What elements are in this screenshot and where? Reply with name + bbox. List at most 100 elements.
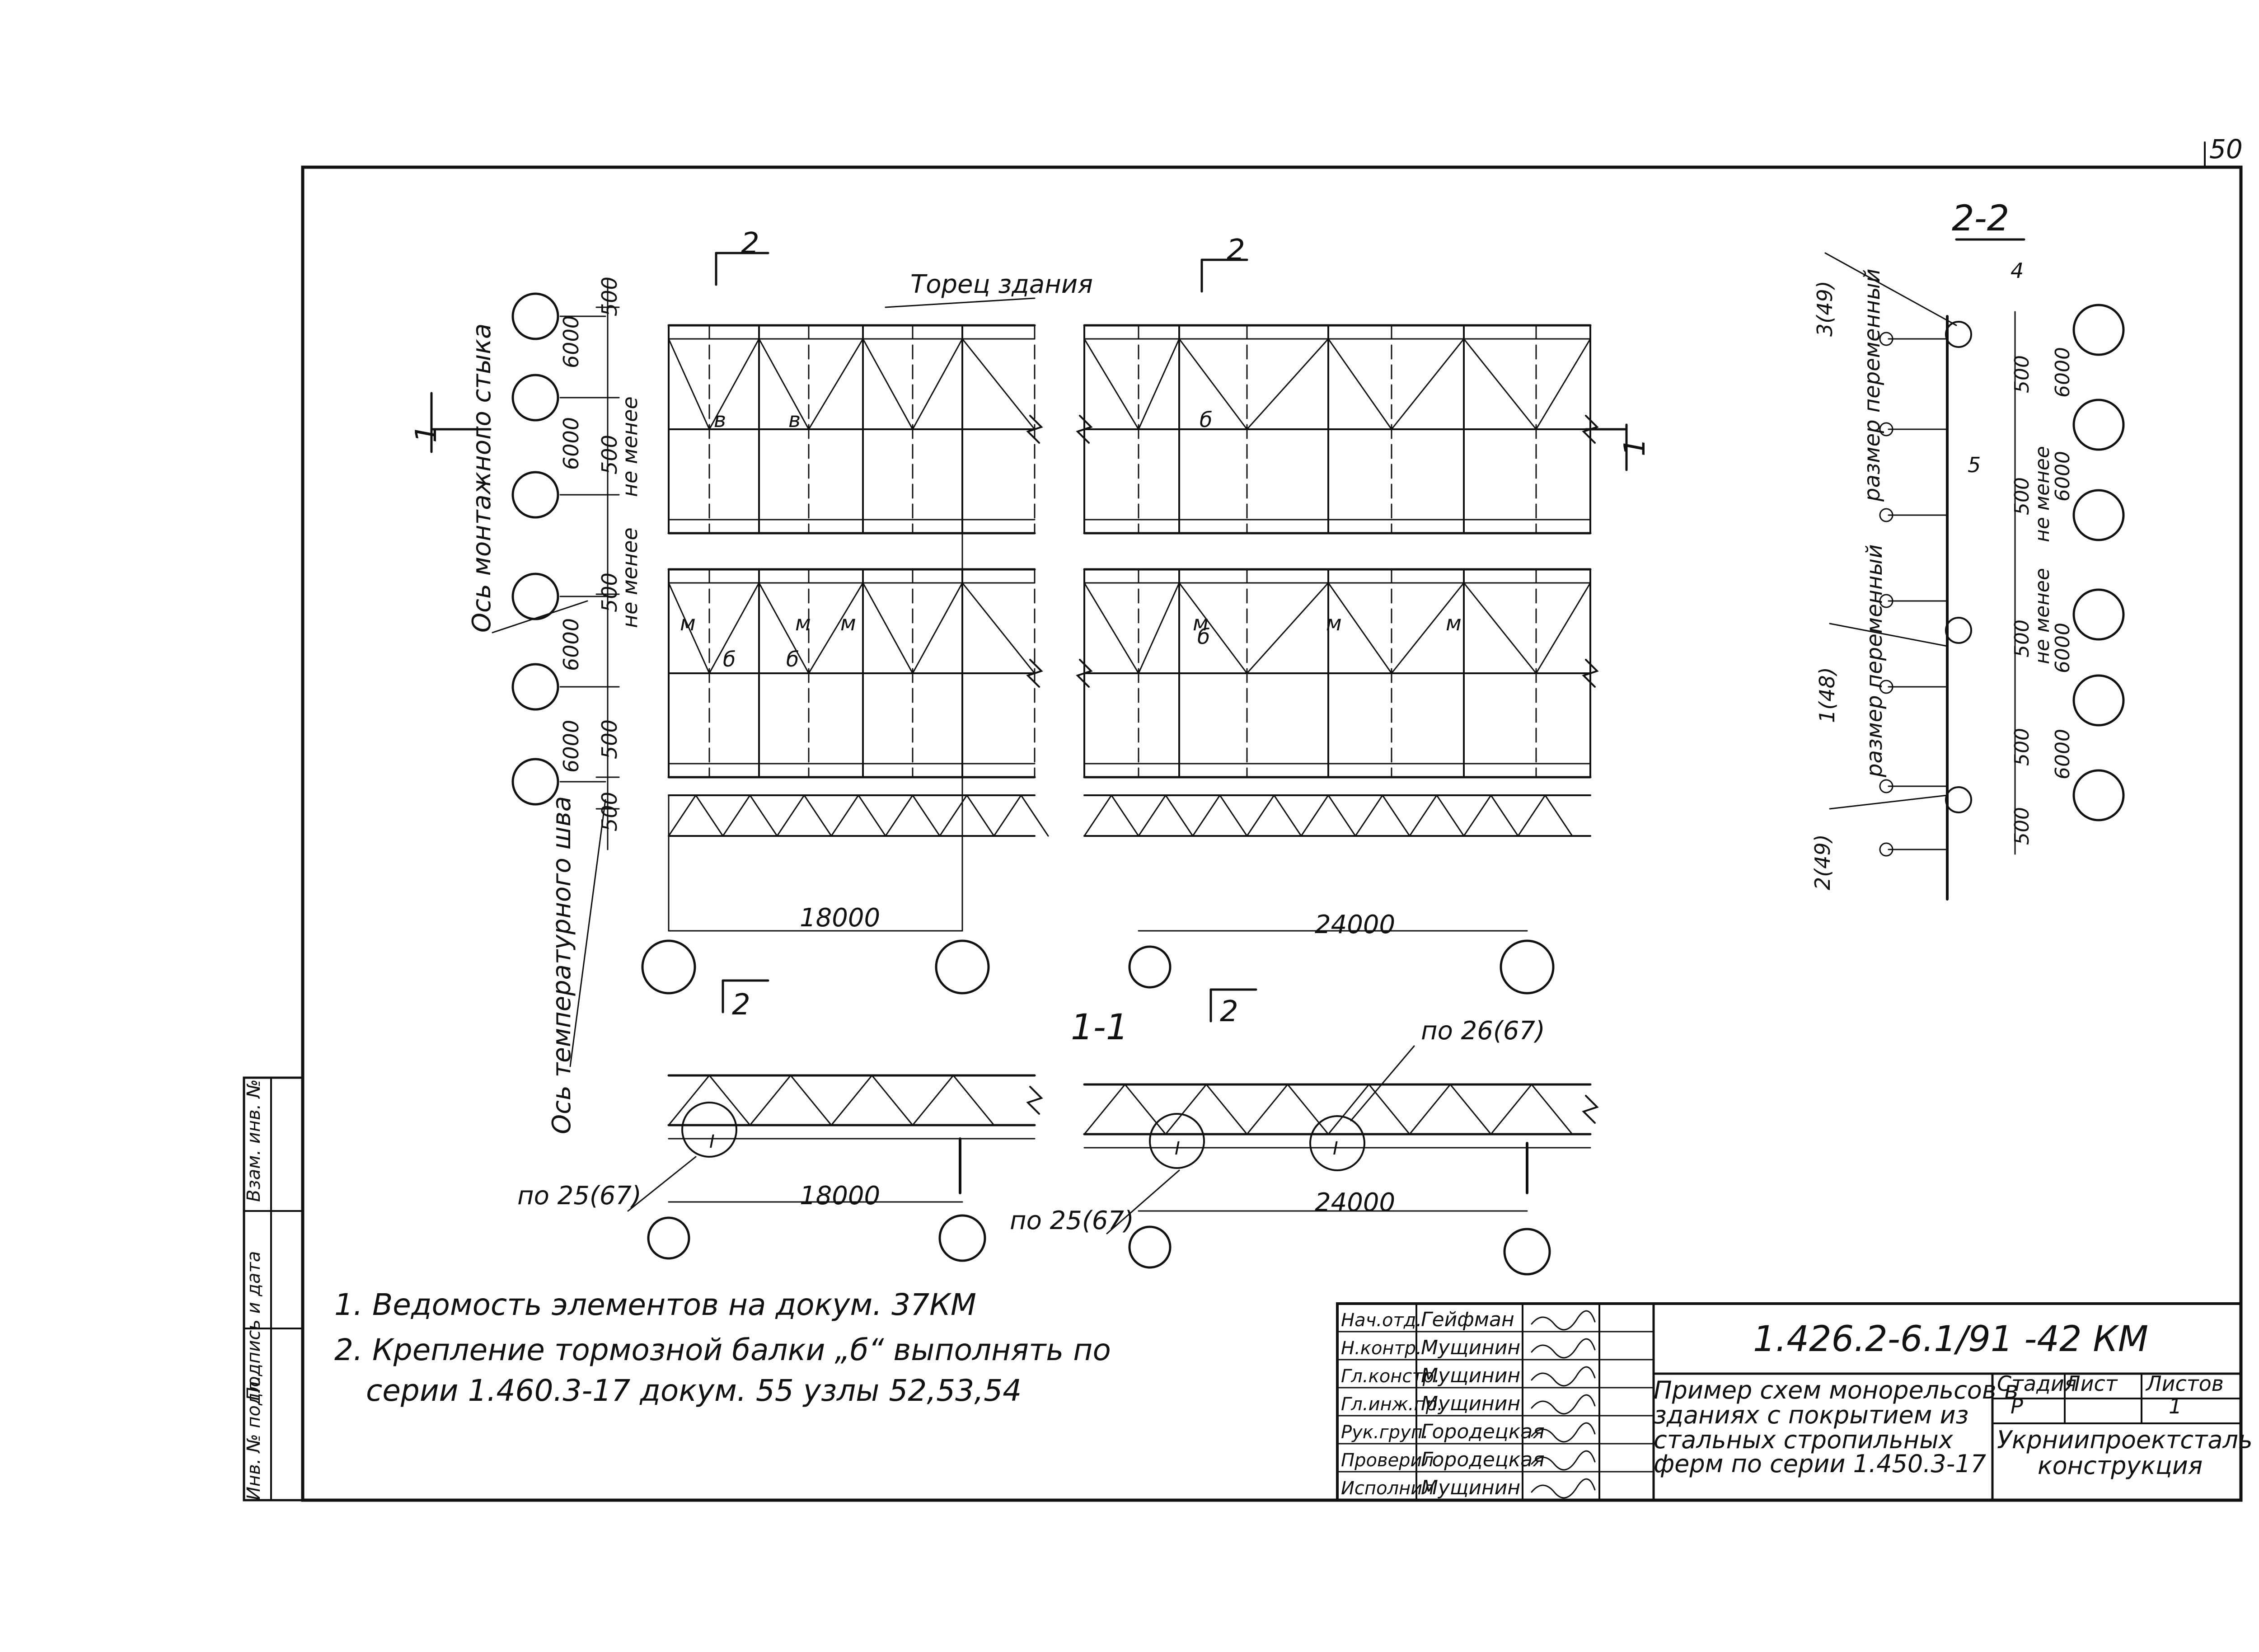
span-18000-section: 18000 bbox=[800, 1181, 880, 1211]
plan-left-strip-brace bbox=[830, 794, 859, 837]
row-axis-bubble-4 bbox=[511, 573, 559, 620]
title-line-4: ферм по серии 1.450.3-17 bbox=[1654, 1450, 1986, 1478]
hoist-mark-2: I bbox=[1175, 1138, 1180, 1159]
signer-name-4: Мущинин bbox=[1421, 1392, 1520, 1415]
section-22-axis-bubble-4 bbox=[2072, 588, 2125, 641]
plan-right-bottom-brace bbox=[1246, 582, 1329, 674]
span-axis-bubble-3 bbox=[1128, 945, 1172, 989]
plan-right-strip-brace bbox=[1382, 794, 1411, 837]
side-stamp-replaces-inv: Взам. инв. № bbox=[244, 1079, 264, 1202]
plan-right-bottom-brace bbox=[1463, 582, 1537, 674]
section-18000-web bbox=[830, 1075, 873, 1126]
section-mark-2-top-left: 2 bbox=[741, 227, 759, 260]
plan-left-strip-brace bbox=[912, 794, 941, 837]
signer-role-5: Рук.груп. bbox=[1341, 1422, 1429, 1443]
plan-right-strip-brace bbox=[1463, 794, 1492, 837]
plan-right-bottom-brace bbox=[1178, 582, 1248, 674]
hoist-circle-2 bbox=[1149, 1113, 1205, 1169]
section-title-2-2: 2-2 bbox=[1952, 198, 2009, 239]
plan-left-bottom-brace bbox=[808, 582, 864, 674]
plan-left-top-brace bbox=[961, 338, 1036, 430]
plan-left-bottom-brace bbox=[668, 582, 710, 674]
signer-role-4: Гл.инж.пр. bbox=[1341, 1394, 1443, 1415]
signature-scribble-3 bbox=[1531, 1366, 1596, 1387]
plan-left-strip-brace bbox=[803, 794, 832, 837]
section-18000-web bbox=[749, 1075, 792, 1126]
section-18000-break bbox=[1026, 1086, 1043, 1115]
section-22-axis-bubble-5 bbox=[2072, 674, 2125, 727]
plan-right-strip-brace bbox=[1246, 794, 1275, 837]
section-24000-web bbox=[1409, 1084, 1451, 1135]
drawing-linework bbox=[243, 141, 2243, 1502]
section-18000-web bbox=[871, 1075, 914, 1126]
section-axis-bubble-1 bbox=[647, 1216, 690, 1260]
hoist-mark-3: I bbox=[1333, 1138, 1338, 1159]
signer-role-3: Гл.констр. bbox=[1341, 1366, 1440, 1387]
section-24000-web bbox=[1368, 1084, 1411, 1135]
ref-25-leader-left bbox=[627, 1156, 697, 1212]
signer-role-7: Исполнил bbox=[1341, 1478, 1434, 1499]
section-22-node bbox=[1879, 680, 1893, 694]
signer-name-7: Мущинин bbox=[1421, 1476, 1520, 1499]
section-22-axis-bubble-3 bbox=[2072, 489, 2125, 541]
section-22-node bbox=[1879, 842, 1893, 857]
plan-right-top-brace bbox=[1246, 338, 1329, 430]
plan-right-top-brace bbox=[1463, 338, 1537, 430]
ref-26-leader bbox=[1350, 1045, 1415, 1122]
building-end-label: Торец здания bbox=[910, 270, 1093, 299]
dim-22-500-c: 500 bbox=[2011, 620, 2034, 657]
section-22-detail-circle bbox=[1945, 617, 1972, 644]
dim-6000-2: 6000 bbox=[559, 417, 583, 470]
plan-left-strip-brace bbox=[993, 794, 1022, 837]
beam-mark-b-lower-1: б bbox=[723, 647, 736, 671]
plan-right-top-brace bbox=[1327, 338, 1392, 430]
plan-right-strip-brace bbox=[1354, 794, 1383, 837]
signer-name-6: Городецкая bbox=[1421, 1448, 1545, 1471]
beam-mark-v-1: в bbox=[714, 408, 726, 432]
section-24000-web bbox=[1124, 1084, 1167, 1135]
variable-size-label-bottom: размер переменный bbox=[1862, 544, 1887, 778]
section-22-detail-circle bbox=[1945, 321, 1972, 348]
dim-22-500-d: 500 bbox=[2011, 728, 2034, 766]
thermal-joint-axis-label: Ось температурного шва bbox=[547, 796, 576, 1134]
side-stamp-frame bbox=[243, 1076, 304, 1502]
plan-right-strip-brace bbox=[1273, 794, 1302, 837]
building-end-leader bbox=[885, 297, 1036, 308]
dim-22-500-b: 500 bbox=[2011, 477, 2034, 515]
note-line-3: серии 1.460.3-17 докум. 55 узлы 52,53,54 bbox=[366, 1373, 1022, 1408]
title-line-2: зданиях с покрытием из bbox=[1654, 1401, 1968, 1429]
section-22-axis-bubble-6 bbox=[2072, 769, 2125, 821]
plan-left-top-brace bbox=[862, 338, 914, 430]
plan-right-top-brace bbox=[1535, 338, 1591, 430]
plan-left-top-brace bbox=[668, 338, 710, 430]
section-axis-bubble-4 bbox=[1503, 1228, 1551, 1276]
side-stamp-inv-no: Инв. № подл. bbox=[244, 1375, 264, 1500]
span-24000-plan: 24000 bbox=[1315, 910, 1395, 939]
section-18000-web bbox=[668, 1075, 710, 1126]
row-axis-bubble-3 bbox=[511, 471, 559, 519]
section-22-axis-bubble-2 bbox=[2072, 399, 2125, 451]
section-mark-2-top-right: 2 bbox=[1227, 234, 1245, 267]
dim-500-mid: 500 bbox=[597, 435, 622, 474]
dim-6000-3: 6000 bbox=[559, 618, 583, 671]
plan-right-strip-brace bbox=[1517, 794, 1546, 837]
plan-left-top-brace bbox=[708, 338, 760, 430]
beam-mark-v-2: в bbox=[788, 408, 801, 432]
mounting-axis-leader bbox=[492, 600, 588, 634]
ref-label-26-67: по 26(67) bbox=[1421, 1016, 1545, 1046]
plan-left-bottom-brace bbox=[758, 582, 810, 674]
plan-left-top-brace bbox=[912, 338, 963, 430]
plan-right-strip-brace bbox=[1138, 794, 1167, 837]
sheet-border bbox=[301, 165, 2243, 1502]
plan-right-bottom-break-right bbox=[1582, 659, 1599, 688]
signature-scribble-4 bbox=[1531, 1394, 1596, 1415]
side-stamp-signature-date: Подпись и дата bbox=[244, 1251, 264, 1401]
plan-right-strip-brace bbox=[1300, 794, 1329, 837]
ref-label-2-49: 2(49) bbox=[1810, 834, 1835, 890]
dim-not-less-1: не менее bbox=[618, 396, 642, 497]
stage-header: Стадия bbox=[1997, 1371, 2076, 1396]
plan-left-top-break-right bbox=[1026, 415, 1043, 444]
mark-4: 4 bbox=[2011, 258, 2024, 283]
beam-mark-m-2: м bbox=[795, 611, 811, 635]
section-22-node bbox=[1879, 508, 1893, 522]
